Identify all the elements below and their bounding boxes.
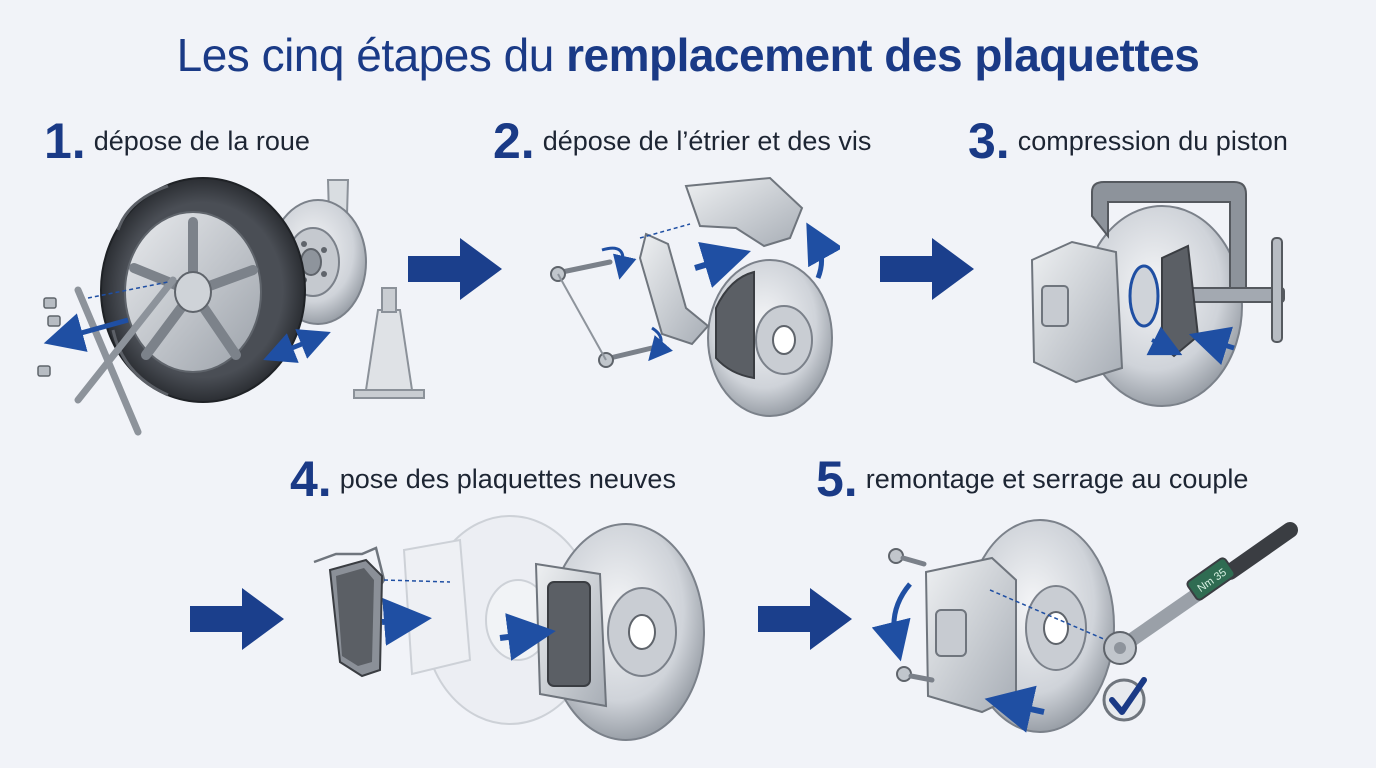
caliper-removal-icon — [550, 176, 840, 417]
caliper-bolt-icon — [550, 259, 655, 368]
piston-compression-icon — [1030, 181, 1285, 407]
flow-arrow-icon — [408, 238, 502, 300]
caliper-body-icon — [1030, 240, 1124, 384]
lug-wrench-icon — [74, 276, 177, 436]
step-3-number: 3. — [968, 113, 1010, 169]
step-2-number: 2. — [493, 113, 535, 169]
piston-icon — [1128, 264, 1160, 328]
step-2-label: dépose de l’étrier et des vis — [542, 125, 872, 156]
caliper-bolt-icon — [888, 548, 935, 683]
step-3-heading: 3.compression du piston — [968, 112, 1288, 170]
step-4-label: pose des plaquettes neuves — [339, 463, 676, 494]
step-2-heading: 2.dépose de l’étrier et des vis — [493, 112, 871, 170]
torque-display — [1186, 557, 1236, 601]
wheel-icon — [100, 177, 306, 403]
step-1-label: dépose de la roue — [93, 125, 310, 156]
removal-arrow-icon — [601, 222, 840, 362]
wheel-removal-icon — [37, 177, 425, 436]
step-3-label: compression du piston — [1017, 125, 1288, 156]
title-emphasis: remplacement des plaquettes — [566, 29, 1200, 81]
caliper-body-icon — [684, 176, 804, 248]
step-5-label: remontage et serrage au couple — [865, 463, 1249, 494]
install-arrow-icon — [381, 579, 556, 661]
installed-pad-icon — [547, 581, 591, 687]
step-4-heading: 4.pose des plaquettes neuves — [290, 450, 676, 508]
anti-rattle-clip-icon — [313, 546, 386, 587]
new-pads-icon — [313, 515, 705, 741]
page-title: Les cinq étapes du remplacement des plaq… — [0, 28, 1376, 82]
torque-tightening-icon: Nm 35 — [871, 519, 1298, 733]
step-5-number: 5. — [816, 451, 858, 507]
brake-pad-icon — [715, 270, 755, 380]
check-mark-icon — [1102, 677, 1147, 722]
step-5-heading: 5.remontage et serrage au couple — [816, 450, 1248, 508]
step-1-number: 1. — [44, 113, 86, 169]
flow-arrow-icon — [758, 588, 852, 650]
step-4-number: 4. — [290, 451, 332, 507]
removal-arrow-icon — [43, 281, 331, 363]
title-lead: Les cinq étapes du — [176, 29, 567, 81]
tightening-arrow-icon — [871, 582, 1107, 733]
flow-arrow-icon — [190, 588, 284, 650]
torque-wrench-icon: Nm 35 — [1103, 522, 1298, 665]
flow-arrow-icon — [880, 238, 974, 300]
lug-nut-icon — [37, 297, 61, 377]
step-1-heading: 1.dépose de la roue — [44, 112, 310, 170]
compression-arrow-icon — [1146, 326, 1235, 365]
caliper-bracket-icon — [638, 232, 710, 346]
new-brake-pad-icon — [328, 558, 384, 678]
